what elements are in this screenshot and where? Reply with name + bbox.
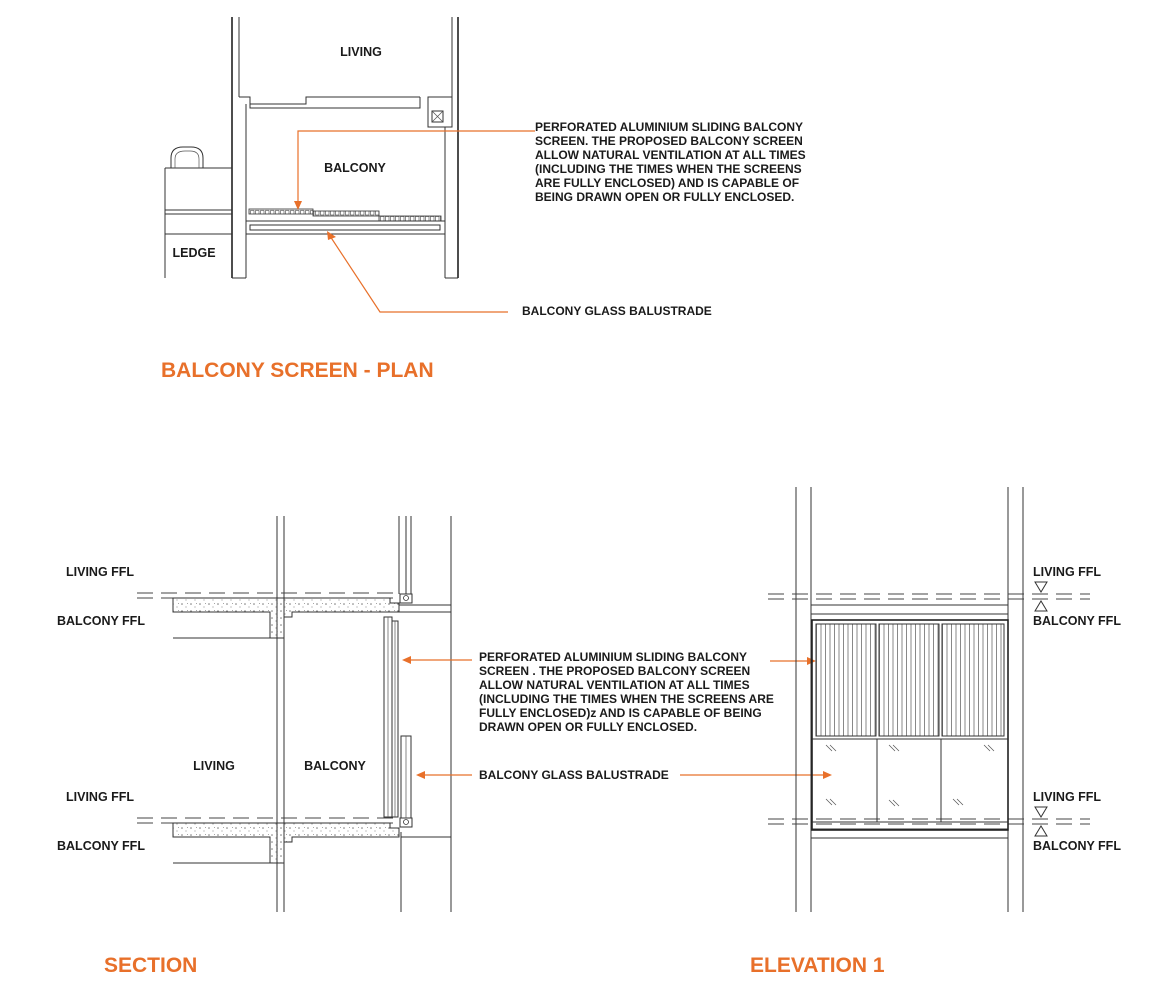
section-living-label: LIVING [193, 759, 235, 773]
section-balcony-ffl-top: BALCONY FFL [57, 614, 145, 628]
section-balcony-ffl-bottom: BALCONY FFL [57, 839, 145, 853]
plan-balcony-label: BALCONY [324, 161, 386, 175]
section-living-ffl-top: LIVING FFL [66, 565, 134, 579]
elevation-living-ffl-bottom: LIVING FFL [1033, 790, 1101, 804]
section-title: SECTION [104, 954, 197, 977]
section-screen-note: PERFORATED ALUMINIUM SLIDING BALCONY SCR… [479, 650, 777, 734]
section-balcony-label: BALCONY [304, 759, 366, 773]
elevation-title: ELEVATION 1 [750, 954, 885, 977]
plan-screen-note: PERFORATED ALUMINIUM SLIDING BALCONY SCR… [535, 120, 809, 204]
plan-ledge-label: LEDGE [172, 246, 215, 260]
plan-view: LIVING BALCONY LEDGE PERFORATED ALUMINIU… [161, 17, 809, 382]
plan-title: BALCONY SCREEN - PLAN [161, 359, 434, 382]
elevation-balcony-ffl-bottom: BALCONY FFL [1033, 839, 1121, 853]
section-balustrade-note: BALCONY GLASS BALUSTRADE [479, 768, 669, 782]
section-living-ffl-bottom: LIVING FFL [66, 790, 134, 804]
elevation-living-ffl-top: LIVING FFL [1033, 565, 1101, 579]
plan-living-label: LIVING [340, 45, 382, 59]
elevation-balcony-ffl-top: BALCONY FFL [1033, 614, 1121, 628]
section-view: LIVING FFL BALCONY FFL LIVING FFL BALCON… [57, 516, 777, 977]
elevation-view: LIVING FFL BALCONY FFL LIVING FFL BALCON… [750, 487, 1121, 977]
plan-balustrade-note: BALCONY GLASS BALUSTRADE [522, 304, 712, 318]
